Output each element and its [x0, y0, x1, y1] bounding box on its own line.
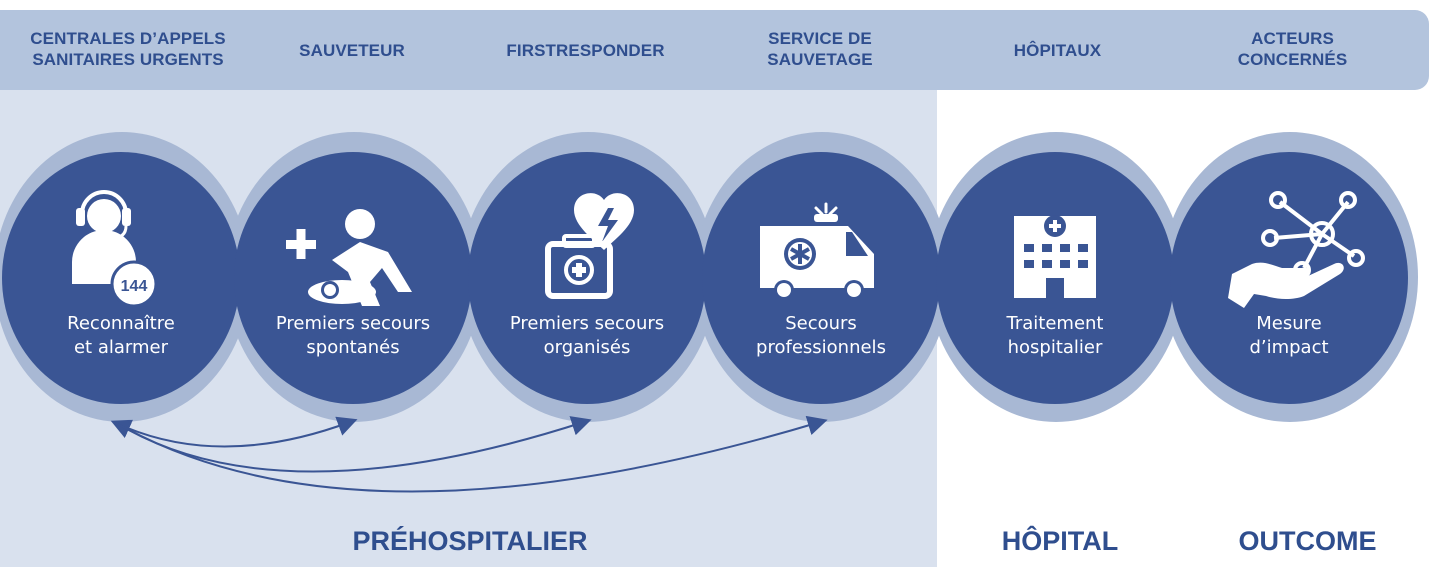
- ambulance-icon: [760, 202, 874, 300]
- phase-prehospital: PRÉHOSPITALIER: [352, 526, 588, 556]
- first-aid-kit-defibrillator-icon: [545, 193, 634, 299]
- header-hospitals: HÔPITAUX: [1013, 41, 1102, 60]
- phase-hospital: HÔPITAL: [1001, 526, 1119, 556]
- operator-headset-icon: 144: [72, 190, 158, 308]
- hospital-building-icon: [1014, 215, 1096, 298]
- header-rescuer: SAUVETEUR: [299, 41, 405, 60]
- network-hand-icon: [1228, 191, 1365, 308]
- badge-144: 144: [121, 278, 148, 295]
- header-bar: [0, 10, 1429, 90]
- cpr-icon: [286, 209, 412, 306]
- phase-outcome: OUTCOME: [1238, 526, 1377, 556]
- header-firstresponder: FIRSTRESPONDER: [506, 41, 665, 60]
